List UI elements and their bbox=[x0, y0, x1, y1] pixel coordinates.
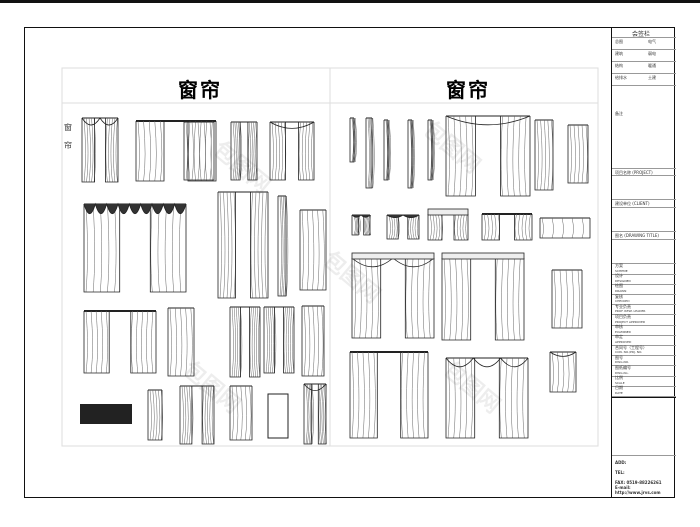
title-left: 窗帘 bbox=[178, 78, 222, 102]
curtain-drawing bbox=[167, 307, 195, 377]
side-label-1: 窗 bbox=[64, 123, 72, 132]
project-label: 项目名称 (PROJECT) bbox=[615, 170, 653, 175]
curtain-drawing bbox=[277, 195, 289, 297]
curtain-drawing bbox=[481, 213, 533, 241]
curtain-drawing bbox=[427, 119, 435, 181]
curtain-drawing bbox=[351, 252, 435, 339]
curtain-drawing bbox=[427, 208, 469, 241]
curtain-drawing bbox=[269, 121, 315, 181]
curtain-drawing bbox=[534, 119, 554, 191]
tel-label: TEL: bbox=[615, 470, 625, 475]
curtain-drawing bbox=[383, 119, 391, 181]
curtain-drawing bbox=[263, 306, 295, 374]
curtain-drawing bbox=[349, 351, 429, 439]
curtain-drawing bbox=[230, 121, 258, 181]
curtain-drawing bbox=[349, 117, 357, 163]
curtain-drawing bbox=[183, 121, 215, 181]
curtain-drawing bbox=[229, 385, 253, 441]
curtain-drawing bbox=[229, 306, 261, 378]
side-label-2: 帘 bbox=[64, 141, 72, 150]
curtain-drawing bbox=[83, 202, 187, 293]
sign-cell: 建筑 bbox=[615, 51, 623, 56]
sign-cell: 弱电 bbox=[648, 51, 656, 56]
add-label: ADD: bbox=[615, 460, 627, 465]
curtain-drawing bbox=[441, 252, 525, 341]
sign-cell: 结构 bbox=[615, 63, 623, 68]
drawing-title-label: 图名 (DRAWING TITLE) bbox=[615, 233, 659, 238]
field-label: 合同号（工程号）CON. NO./PRJ. NO. bbox=[615, 344, 647, 355]
curtain-drawing bbox=[549, 351, 577, 393]
email-label: E-mail: bbox=[615, 485, 631, 490]
curtain-drawing bbox=[301, 305, 325, 377]
curtain-drawing bbox=[539, 217, 591, 239]
curtain-drawing bbox=[217, 191, 269, 299]
sign-cell: 土建 bbox=[648, 75, 656, 80]
curtain-drawing bbox=[147, 389, 163, 441]
blind-drawing bbox=[80, 404, 132, 424]
curtain-drawing bbox=[386, 214, 420, 240]
curtain-drawing bbox=[81, 117, 119, 183]
drawing-frame bbox=[24, 27, 675, 498]
curtain-drawing bbox=[567, 124, 589, 184]
client-label: 建设单位 (CLIENT) bbox=[615, 201, 650, 206]
curtain-drawing bbox=[445, 115, 531, 197]
curtain-drawing bbox=[299, 209, 327, 291]
remark-label: 备注 bbox=[615, 111, 623, 116]
curtain-drawing bbox=[407, 119, 415, 189]
web-label: http://www.jrvs.com bbox=[615, 490, 661, 495]
fax-label: FAX: 0519-88226261 bbox=[615, 480, 662, 485]
sign-cell: 总图 bbox=[615, 39, 623, 44]
curtain-drawing bbox=[179, 385, 215, 445]
curtain-drawing bbox=[365, 117, 375, 189]
curtain-drawing bbox=[303, 383, 327, 445]
curtain-drawing bbox=[551, 269, 583, 329]
blind-drawing bbox=[267, 393, 289, 439]
curtain-drawing bbox=[135, 120, 217, 182]
curtain-drawing bbox=[445, 357, 529, 439]
sign-cell: 给排水 bbox=[615, 75, 627, 80]
title-right: 窗帘 bbox=[446, 78, 490, 102]
sign-header: 会签栏 bbox=[632, 31, 651, 38]
top-border bbox=[0, 0, 700, 3]
sign-cell: 电气 bbox=[648, 39, 656, 44]
title-block: 会签栏 备注 项目名称 (PROJECT) 建设单位 (CLIENT) 图名 (… bbox=[611, 27, 676, 498]
curtain-drawing bbox=[351, 214, 371, 236]
sign-cell: 暖通 bbox=[648, 63, 656, 68]
curtain-drawing bbox=[83, 310, 157, 374]
